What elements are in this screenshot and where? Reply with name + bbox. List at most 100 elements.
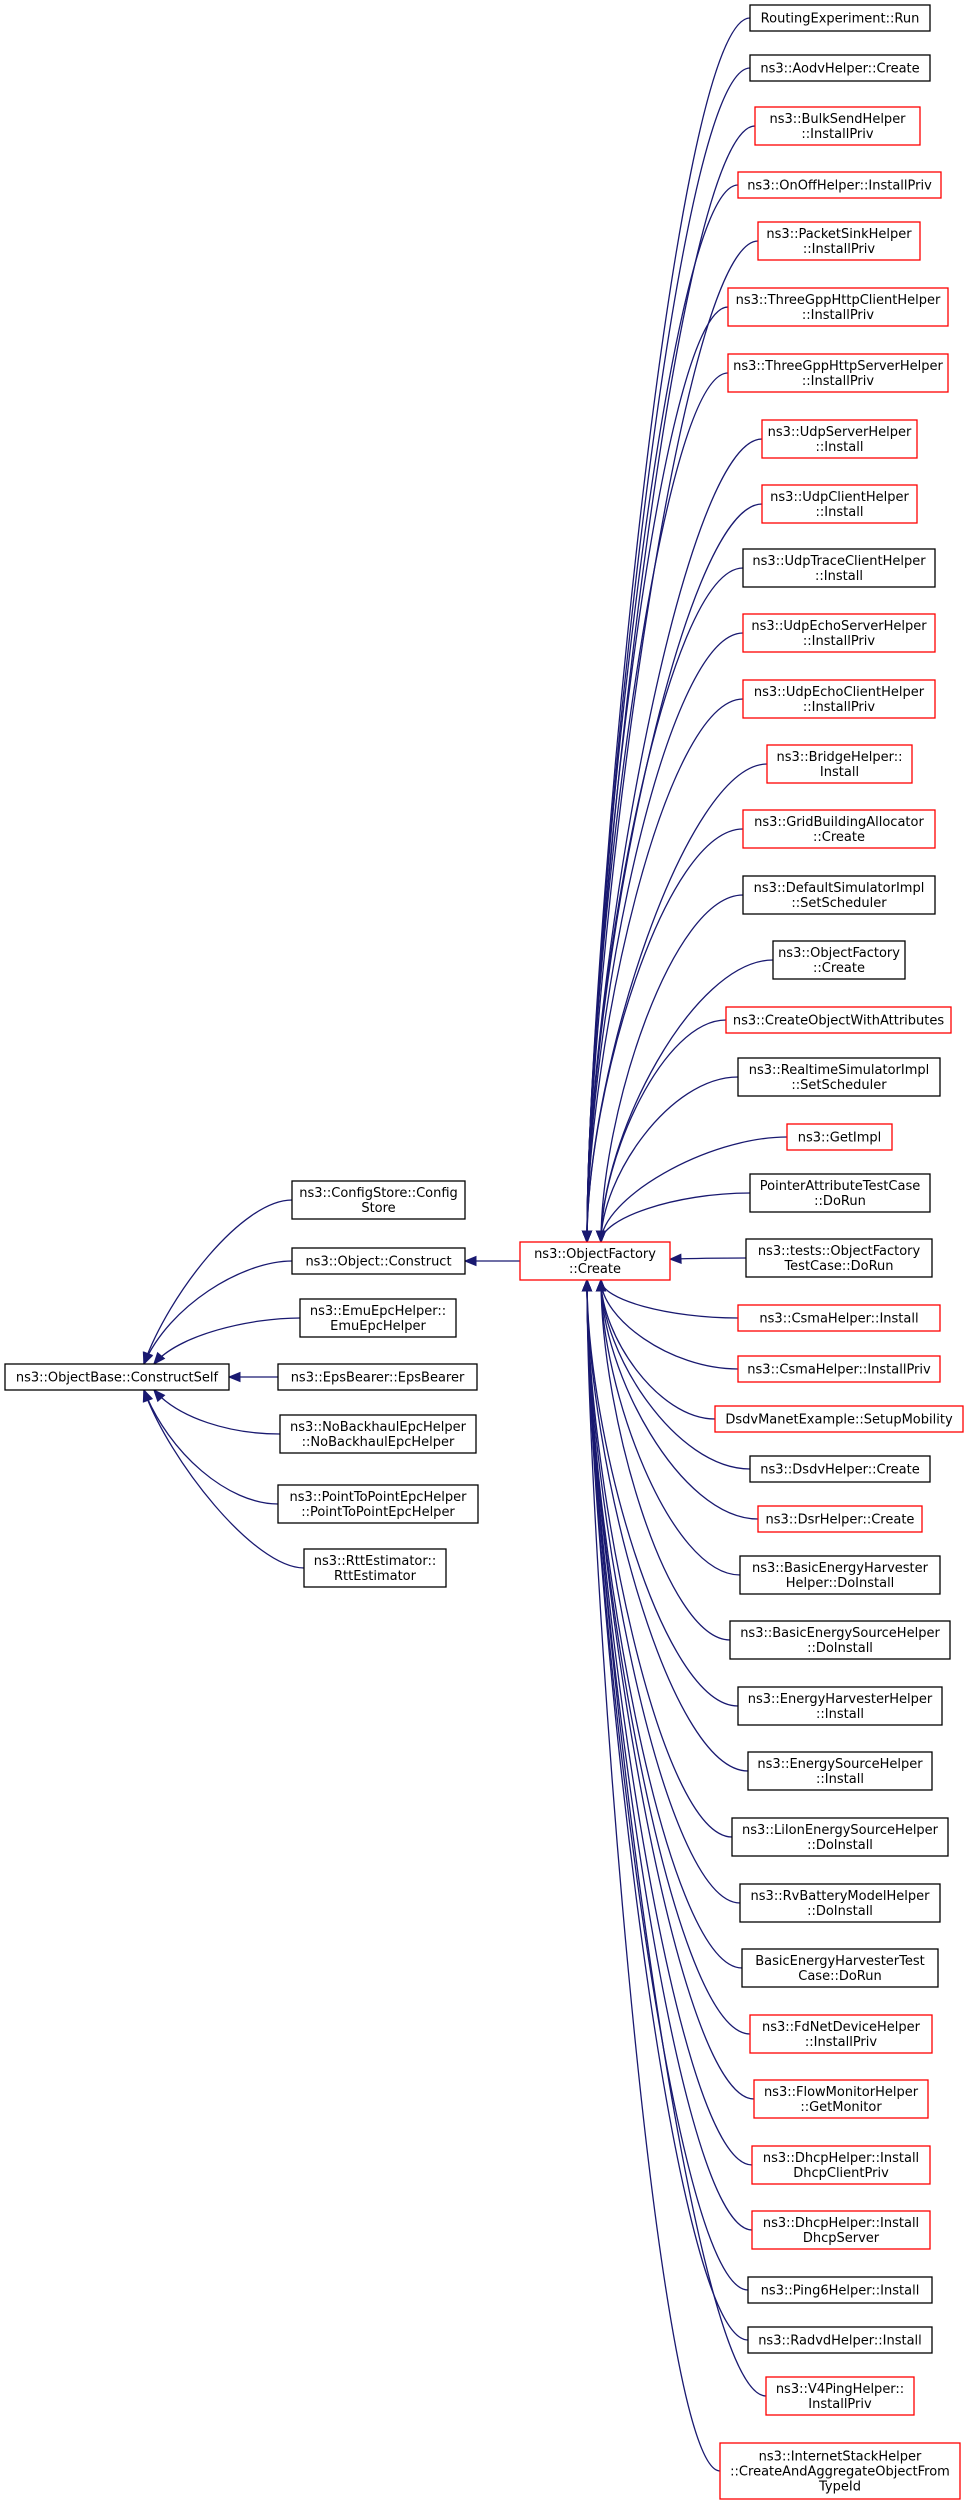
node-box <box>279 1414 477 1454</box>
edge-c16-to-f0 <box>600 1019 727 1243</box>
node-c8[interactable]: ns3::UdpClientHelper::Install <box>761 484 918 524</box>
node-c6[interactable]: ns3::ThreeGppHttpServerHelper::InstallPr… <box>727 353 949 393</box>
node-label: ns3::PointToPointEpcHelper <box>290 1490 468 1505</box>
node-m5[interactable]: ns3::PointToPointEpcHelper::PointToPoint… <box>277 1484 479 1524</box>
node-c37[interactable]: ns3::Ping6Helper::Install <box>747 2276 933 2304</box>
edge-c27-to-f0-arrow <box>595 1278 607 1292</box>
node-c26[interactable]: ns3::BasicEnergyHarvesterHelper::DoInsta… <box>739 1555 941 1595</box>
node-c13[interactable]: ns3::GridBuildingAllocator::Create <box>742 809 936 849</box>
node-c10[interactable]: ns3::UdpEchoServerHelper::InstallPriv <box>742 613 936 653</box>
node-c16[interactable]: ns3::CreateObjectWithAttributes <box>725 1006 952 1034</box>
node-label: ns3::DhcpHelper::Install <box>763 2151 919 2166</box>
node-label: ns3::tests::ObjectFactory <box>758 1244 921 1259</box>
node-c9[interactable]: ns3::UdpTraceClientHelper::Install <box>742 548 936 588</box>
edge-c40-to-f0 <box>586 1279 721 2472</box>
edge-m6-to-root <box>143 1389 305 1569</box>
node-label: ::Create <box>813 830 865 845</box>
node-label: ns3::UdpClientHelper <box>770 490 909 505</box>
edge-c19-to-f0-arrow <box>595 1230 607 1244</box>
edge-c30-to-f0 <box>586 1279 733 1838</box>
node-c19[interactable]: PointerAttributeTestCase::DoRun <box>749 1173 931 1213</box>
node-label: ::Install <box>816 440 864 455</box>
node-box <box>737 1057 941 1097</box>
node-c23[interactable]: DsdvManetExample::SetupMobility <box>714 1405 964 1433</box>
node-c3[interactable]: ns3::OnOffHelper::InstallPriv <box>737 171 942 199</box>
node-label: ::SetScheduler <box>791 1078 887 1093</box>
node-m0[interactable]: ns3::ConfigStore::ConfigStore <box>291 1180 466 1220</box>
node-label: ns3::LiIonEnergySourceHelper <box>742 1823 939 1838</box>
edge-c9-to-f0 <box>586 567 744 1243</box>
edge-c21-to-f0 <box>600 1279 739 1319</box>
node-box <box>749 54 931 82</box>
node-c18[interactable]: ns3::GetImpl <box>786 1123 893 1151</box>
node-label: ns3::AodvHelper::Create <box>760 62 919 77</box>
node-c17[interactable]: ns3::RealtimeSimulatorImpl::SetScheduler <box>737 1057 941 1097</box>
node-label: ::DoInstall <box>807 1904 873 1919</box>
node-f0[interactable]: ns3::ObjectFactory::Create <box>519 1241 671 1281</box>
edge-m2-to-root-arrow <box>153 1351 166 1366</box>
node-label: ::NoBackhaulEpcHelper <box>302 1435 455 1450</box>
node-label: ns3::UdpEchoClientHelper <box>754 685 925 700</box>
node-label: ns3::RadvdHelper::Install <box>758 2334 922 2349</box>
node-c28[interactable]: ns3::EnergyHarvesterHelper::Install <box>737 1686 943 1726</box>
node-box <box>519 1241 671 1281</box>
node-m1[interactable]: ns3::Object::Construct <box>291 1247 466 1275</box>
node-box <box>749 1455 931 1483</box>
node-c27[interactable]: ns3::BasicEnergySourceHelper::DoInstall <box>729 1620 951 1660</box>
node-label: ns3::DsdvHelper::Create <box>760 1463 919 1478</box>
node-box <box>753 2079 929 2119</box>
node-c12[interactable]: ns3::BridgeHelper::Install <box>766 744 913 784</box>
node-label: ::Create <box>569 1262 621 1277</box>
node-c5[interactable]: ns3::ThreeGppHttpClientHelper::InstallPr… <box>727 287 949 327</box>
node-c31[interactable]: ns3::RvBatteryModelHelper::DoInstall <box>739 1883 941 1923</box>
node-c24[interactable]: ns3::DsdvHelper::Create <box>749 1455 931 1483</box>
node-box <box>741 1948 939 1988</box>
node-c2[interactable]: ns3::BulkSendHelper::InstallPriv <box>754 106 921 146</box>
node-c14[interactable]: ns3::DefaultSimulatorImpl::SetScheduler <box>742 875 936 915</box>
node-c34[interactable]: ns3::FlowMonitorHelper::GetMonitor <box>753 2079 929 2119</box>
node-c38[interactable]: ns3::RadvdHelper::Install <box>747 2326 933 2354</box>
node-c29[interactable]: ns3::EnergySourceHelper::Install <box>747 1751 933 1791</box>
node-c0[interactable]: RoutingExperiment::Run <box>749 4 931 32</box>
node-label: ns3::InternetStackHelper <box>759 2450 922 2465</box>
node-box <box>745 1238 933 1278</box>
node-label: ::PointToPointEpcHelper <box>301 1505 455 1520</box>
node-c15[interactable]: ns3::ObjectFactory::Create <box>772 940 906 980</box>
edge-m2-to-root <box>153 1317 301 1365</box>
node-c33[interactable]: ns3::FdNetDeviceHelper::InstallPriv <box>749 2014 933 2054</box>
node-c25[interactable]: ns3::DsrHelper::Create <box>757 1505 923 1533</box>
node-box <box>754 106 921 146</box>
node-box <box>714 1405 964 1433</box>
node-c22[interactable]: ns3::CsmaHelper::InstallPriv <box>737 1355 941 1383</box>
node-c40[interactable]: ns3::InternetStackHelper::CreateAndAggre… <box>719 2442 961 2500</box>
node-n_root[interactable]: ns3::ObjectBase::ConstructSelf <box>4 1363 230 1391</box>
edge-m5-to-root <box>143 1389 279 1505</box>
node-c4[interactable]: ns3::PacketSinkHelper::InstallPriv <box>757 221 921 261</box>
node-c39[interactable]: ns3::V4PingHelper::InstallPriv <box>765 2376 915 2416</box>
node-m6[interactable]: ns3::RttEstimator::RttEstimator <box>303 1548 447 1588</box>
node-box <box>291 1180 466 1220</box>
edge-c23-to-f0 <box>600 1279 716 1420</box>
node-label: RttEstimator <box>334 1569 417 1584</box>
node-c7[interactable]: ns3::UdpServerHelper::Install <box>761 419 918 459</box>
node-c30[interactable]: ns3::LiIonEnergySourceHelper::DoInstall <box>731 1817 949 1857</box>
node-label: ns3::EnergySourceHelper <box>757 1757 923 1772</box>
node-c11[interactable]: ns3::UdpEchoClientHelper::InstallPriv <box>742 679 936 719</box>
node-m4[interactable]: ns3::NoBackhaulEpcHelper::NoBackhaulEpcH… <box>279 1414 477 1454</box>
node-m3[interactable]: ns3::EpsBearer::EpsBearer <box>277 1363 478 1391</box>
node-box <box>725 1006 952 1034</box>
node-box <box>757 1505 923 1533</box>
node-label: ns3::ObjectFactory <box>778 946 900 961</box>
node-c21[interactable]: ns3::CsmaHelper::Install <box>737 1304 941 1332</box>
node-label: RoutingExperiment::Run <box>761 12 920 27</box>
node-m2[interactable]: ns3::EmuEpcHelper::EmuEpcHelper <box>299 1298 457 1338</box>
edge-c11-to-f0 <box>586 698 744 1243</box>
node-c1[interactable]: ns3::AodvHelper::Create <box>749 54 931 82</box>
node-label: Case::DoRun <box>798 1969 881 1984</box>
node-box <box>751 2145 931 2185</box>
node-box <box>786 1123 893 1151</box>
